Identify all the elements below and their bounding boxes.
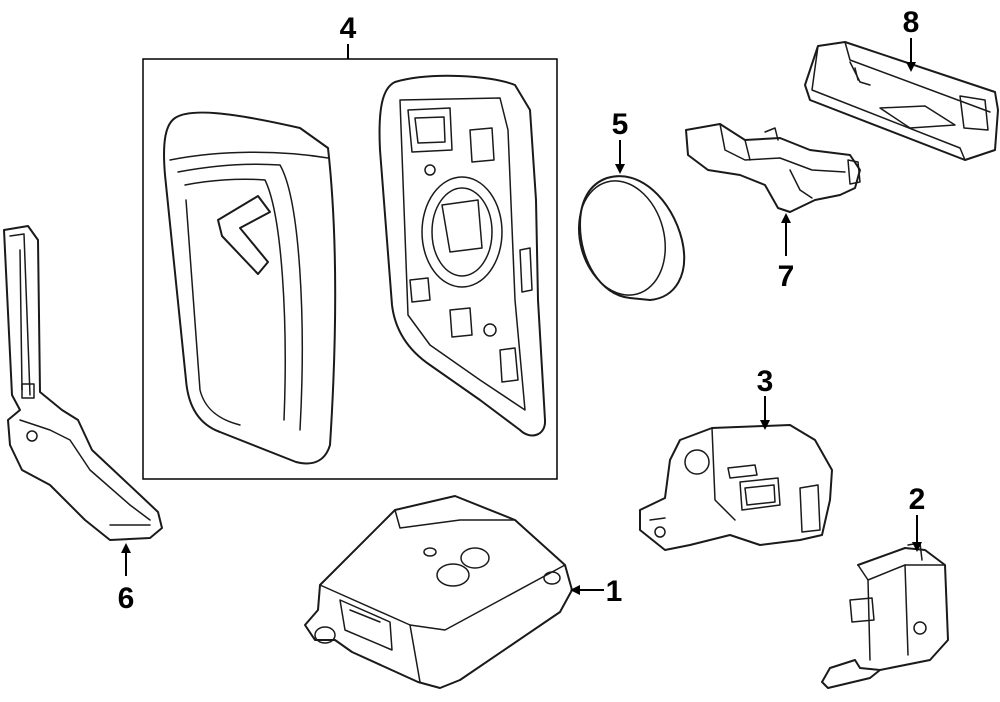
bracket-7-illustration	[685, 123, 861, 213]
key-fob-shell-illustration	[163, 111, 337, 465]
callout-4: 4	[340, 12, 357, 45]
group-frame-4	[142, 58, 558, 480]
callout-8: 8	[903, 6, 920, 39]
tray-8-illustration	[804, 41, 999, 161]
callout-6: 6	[118, 582, 135, 615]
emergency-key-illustration	[3, 225, 163, 541]
callout-5: 5	[612, 108, 629, 141]
key-fob-case-illustration	[378, 74, 547, 437]
bracket-3-illustration	[639, 424, 833, 551]
callout-7: 7	[778, 260, 795, 293]
callout-2: 2	[909, 483, 926, 516]
module-1-illustration	[304, 495, 573, 689]
clip-2-illustration	[821, 542, 949, 689]
callout-1: 1	[606, 575, 623, 608]
coin-battery-illustration	[577, 175, 686, 301]
callout-3: 3	[757, 365, 774, 398]
